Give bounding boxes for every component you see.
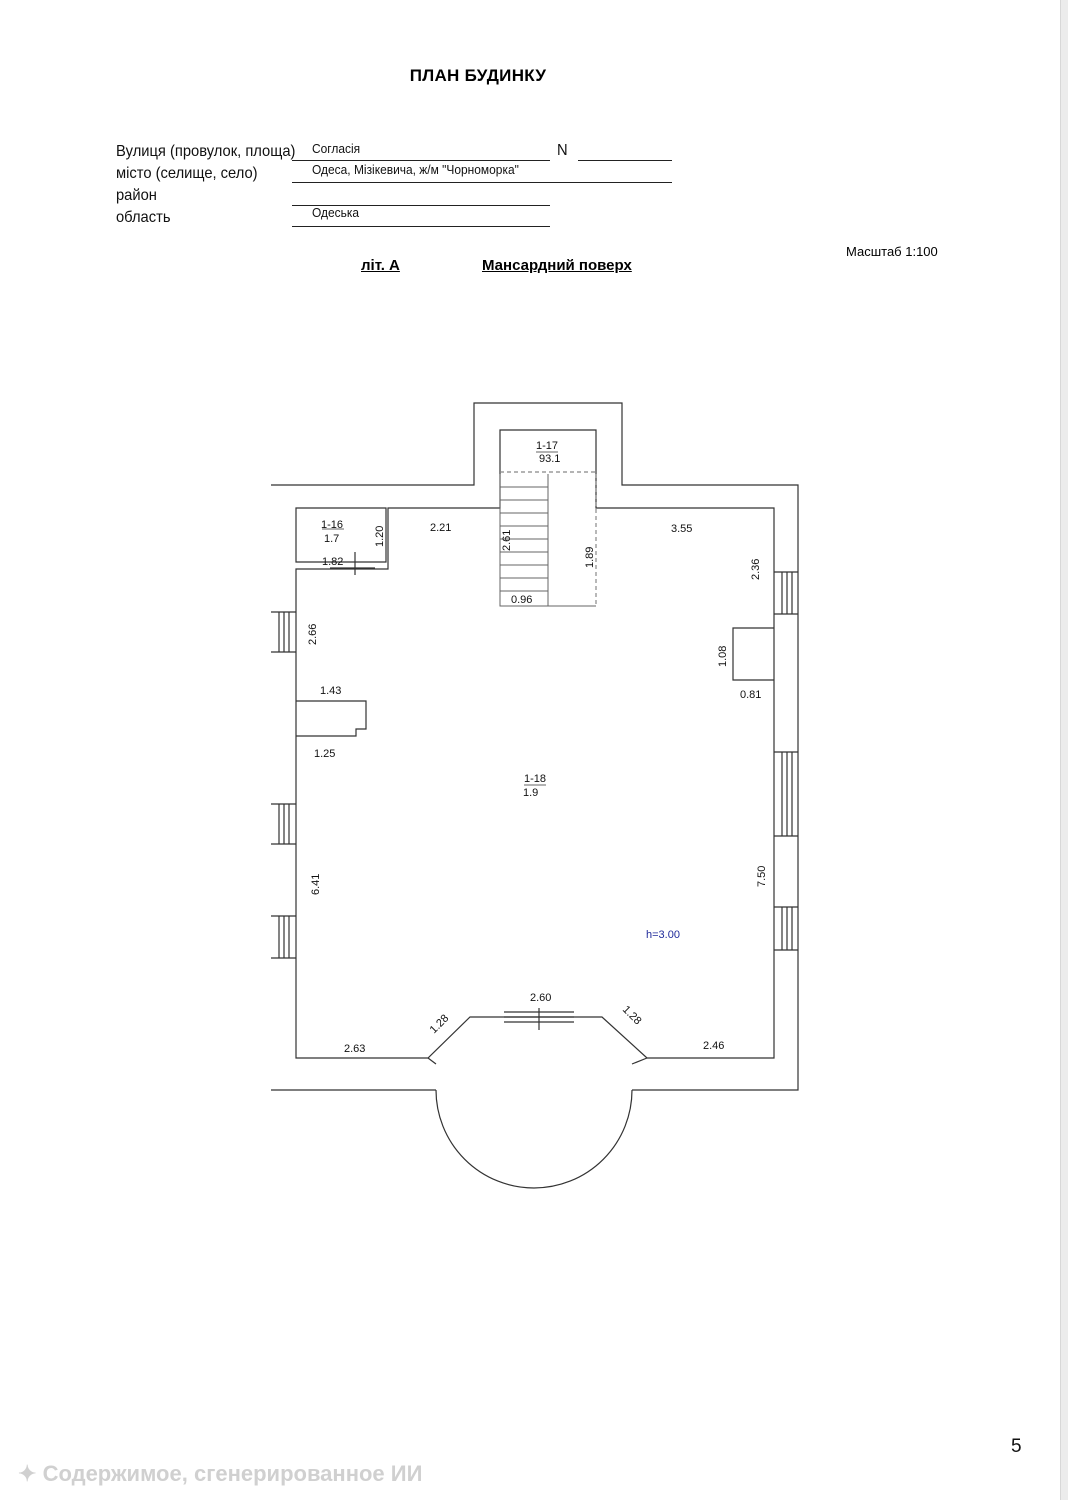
page-number: 5: [1011, 1436, 1022, 1457]
scale-label: Масштаб 1:100: [846, 244, 938, 259]
right-niche: [732, 627, 774, 681]
bay-connectors: [427, 1057, 648, 1065]
dimension-label: 1.08: [717, 646, 729, 667]
dimension-label: 2.61: [501, 530, 513, 551]
floor-label: Мансардний поверх: [482, 257, 632, 274]
street-underline: [292, 160, 550, 161]
dimension-label: 2.21: [430, 522, 451, 534]
street-value: Согласія: [312, 141, 361, 156]
dimension-label: 1.89: [584, 547, 596, 568]
dimension-label: 1.82: [322, 556, 343, 568]
document-title: ПЛАН БУДИНКУ: [409, 66, 547, 85]
outer-wall: [271, 402, 799, 1091]
room-label-1-16: 1-17: [536, 440, 558, 452]
dimension-label: 7.50: [756, 866, 768, 887]
region-underline: [292, 226, 550, 227]
letter-label: літ. А: [361, 257, 400, 274]
dimension-label: 1.25: [314, 748, 335, 760]
dimension-label: 2.36: [750, 559, 762, 580]
room-number-underlines: [322, 451, 558, 786]
street-label: Вулиця (провулок, площа): [116, 143, 296, 160]
closet-wall: [295, 507, 387, 563]
dimension-label: 3.55: [671, 523, 692, 535]
watermark-text: Содержимое, сгенерированное ИИ: [42, 1461, 423, 1486]
inner-wall: [295, 429, 775, 1059]
dimension-label: 1.28: [620, 1004, 644, 1028]
dimension-label: 0.96: [511, 594, 532, 606]
city-label: місто (селище, село): [116, 165, 258, 182]
sparkle-icon: ✦: [18, 1461, 37, 1486]
right-windows: [774, 571, 798, 951]
dimension-label: 1.28: [428, 1012, 452, 1036]
bay-window: [435, 1089, 633, 1189]
number-label: N: [557, 142, 568, 159]
region-value: Одеська: [312, 205, 360, 220]
room-label-1-17: 1-18: [524, 773, 546, 785]
dimension-label: 0.81: [740, 689, 761, 701]
city-value: Одеса, Мізікевича, ж/м "Чорноморка": [312, 162, 519, 177]
city-underline: [292, 182, 672, 183]
region-label: область: [116, 209, 171, 226]
left-niche: [296, 700, 367, 737]
dimension-label: 1.43: [320, 685, 341, 697]
dimension-label: 2.60: [530, 992, 551, 1004]
dimension-label: 2.63: [344, 1043, 365, 1055]
dimension-label: 2.66: [307, 624, 319, 645]
room-label-1-18: 1-16: [321, 519, 343, 531]
ceiling-height: h=3.00: [646, 929, 680, 941]
dimension-label: 2.46: [703, 1040, 724, 1052]
door-marks: [330, 552, 540, 1030]
room-area-1-16: 93.1: [539, 453, 560, 465]
stairs: [499, 474, 596, 607]
number-underline: [578, 160, 672, 161]
district-label: район: [116, 187, 157, 204]
district-underline: [292, 205, 550, 206]
room-area-1-18: 1.7: [324, 533, 339, 545]
ai-content-watermark: ✦ Содержимое, сгенерированное ИИ: [18, 1461, 422, 1487]
dimension-label: 1.20: [374, 526, 386, 547]
left-windows: [271, 611, 296, 959]
dimension-label: 6.41: [310, 874, 322, 895]
room-area-1-17: 1.9: [523, 787, 538, 799]
stairs-dashed: [500, 471, 597, 606]
